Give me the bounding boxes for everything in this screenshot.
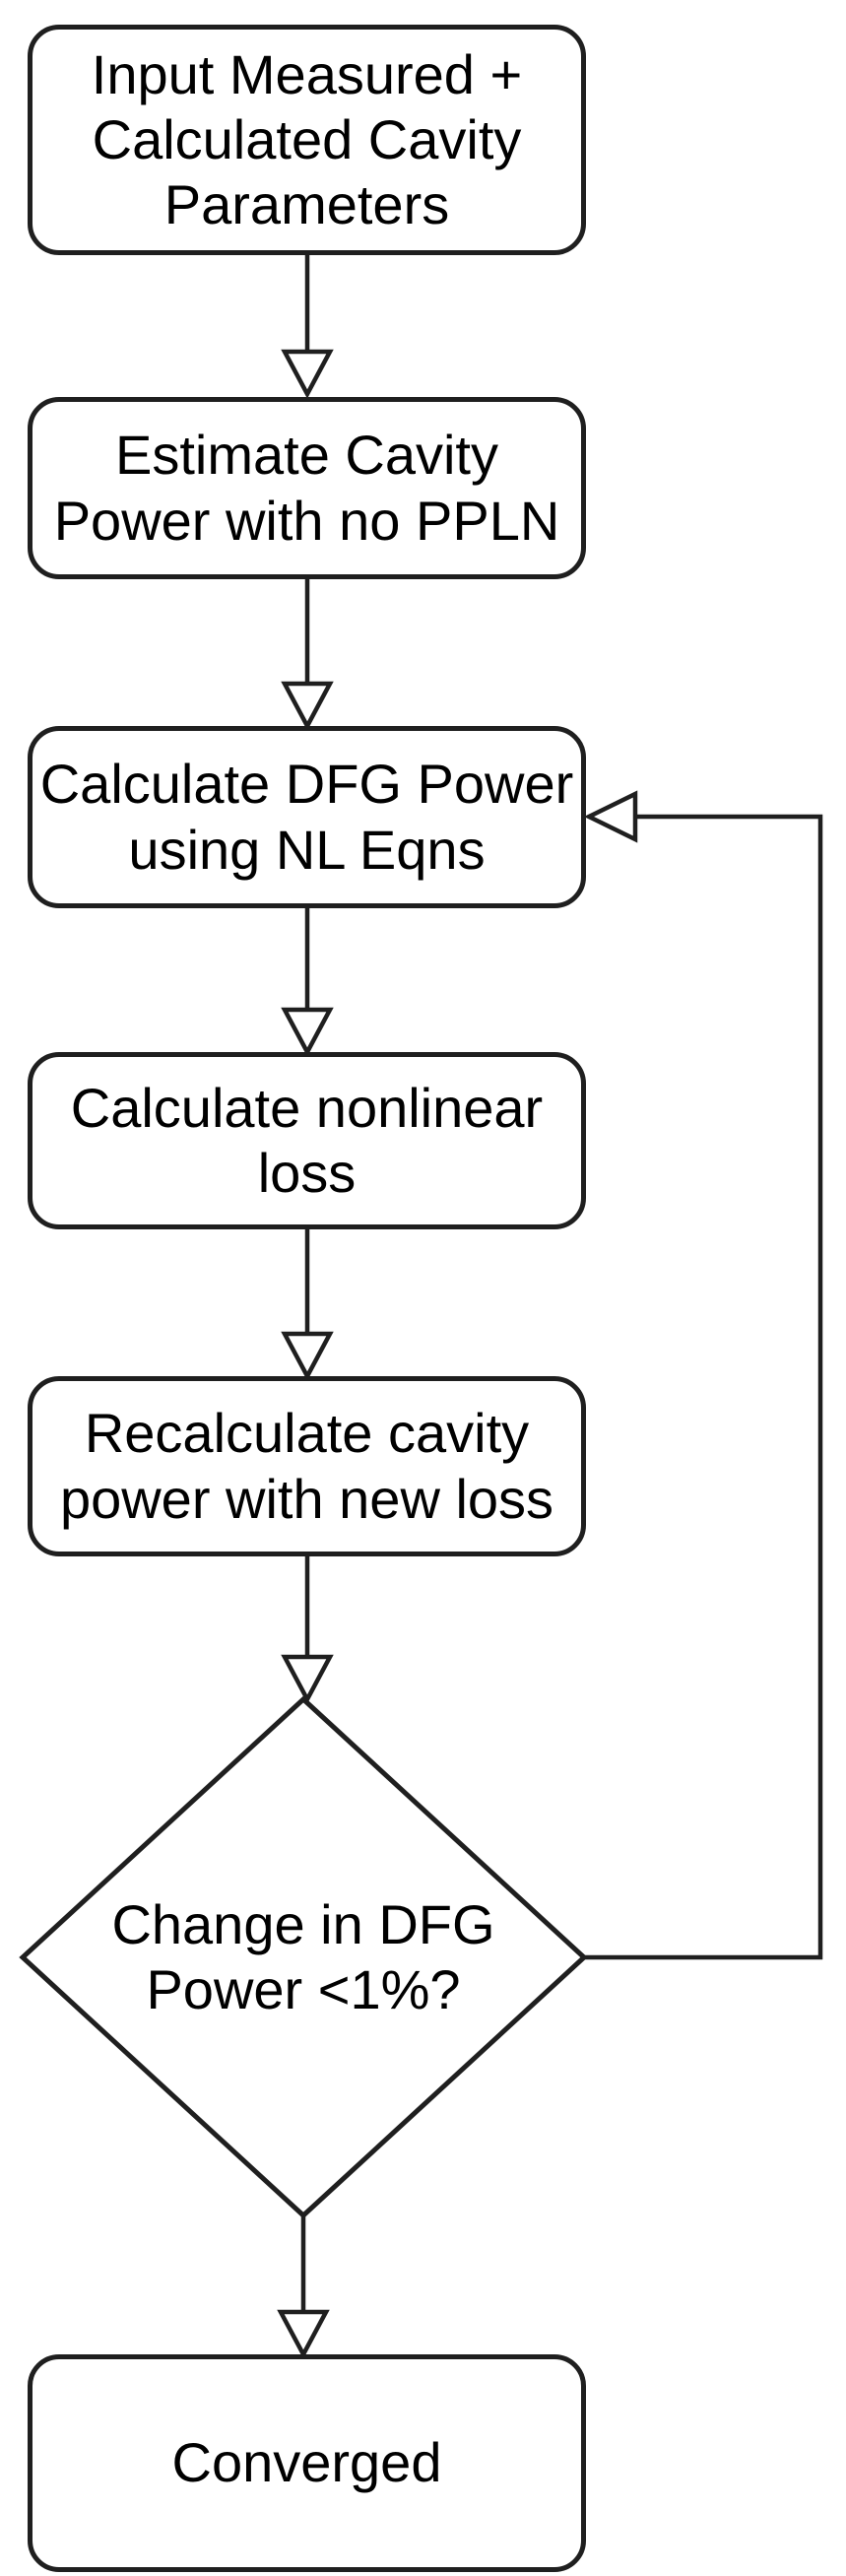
flowchart-node-recalculate-cavity-power: Recalculate cavity power with new loss xyxy=(28,1376,586,1556)
node-text-line: Calculate nonlinear xyxy=(70,1076,544,1139)
arrow-nl-loss-to-recalc xyxy=(281,1229,334,1381)
flowchart-node-estimate-cavity-power: Estimate Cavity Power with no PPLN xyxy=(28,397,586,579)
node-text-line: Calculated Cavity xyxy=(92,107,522,170)
arrow-calc-dfg-to-nl-loss xyxy=(281,908,334,1057)
decision-diamond-shape xyxy=(19,1695,588,2219)
node-text-line: Power with no PPLN xyxy=(53,489,560,552)
node-text-line: power with new loss xyxy=(59,1467,554,1530)
feedback-arrow-decision-to-calc-dfg xyxy=(583,790,823,1960)
arrow-input-to-estimate xyxy=(281,255,334,399)
flowchart-node-converged: Converged xyxy=(28,2354,586,2572)
arrow-decision-to-converged xyxy=(277,2215,330,2359)
arrow-recalc-to-decision xyxy=(281,1556,334,1704)
arrow-estimate-to-calc-dfg xyxy=(281,579,334,731)
flowchart-node-calculate-dfg-power: Calculate DFG Power using NL Eqns xyxy=(28,726,586,908)
node-text-line: using NL Eqns xyxy=(128,818,486,881)
node-text-line: Parameters xyxy=(163,173,450,236)
flowchart-node-calculate-nonlinear-loss: Calculate nonlinear loss xyxy=(28,1052,586,1229)
node-text-line: Converged xyxy=(171,2431,442,2494)
node-text-line: Calculate DFG Power xyxy=(39,753,574,816)
node-text-line: loss xyxy=(257,1142,357,1204)
node-text-line: Recalculate cavity xyxy=(84,1402,530,1465)
flowchart-node-input-parameters: Input Measured + Calculated Cavity Param… xyxy=(28,25,586,255)
node-text-line: Input Measured + xyxy=(91,42,523,105)
node-text-line: Estimate Cavity xyxy=(115,424,498,487)
